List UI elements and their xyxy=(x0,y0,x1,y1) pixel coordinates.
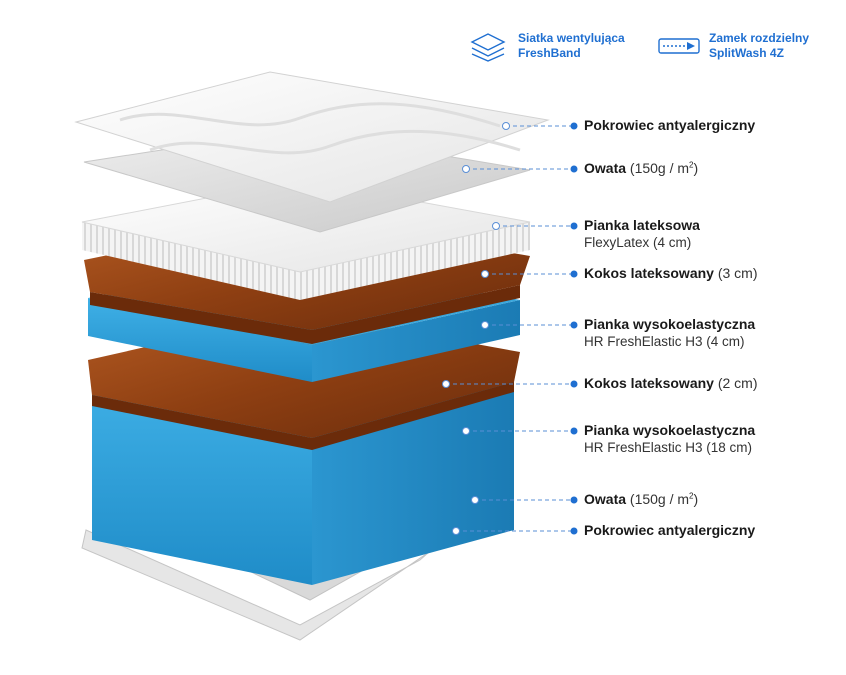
layer-title: Pokrowiec antyalergiczny xyxy=(584,117,756,133)
layer-detail-end: ) xyxy=(693,491,699,507)
bullet-dot xyxy=(570,270,578,278)
layer-title: Kokos lateksowany xyxy=(584,375,714,391)
layer-detail: (150g / m xyxy=(626,160,690,176)
feature-ventilation-line1: Siatka wentylująca xyxy=(518,31,625,45)
feature-ventilation-mesh: Siatka wentylująca FreshBand xyxy=(466,30,625,62)
layer-detail-superscript: 2 xyxy=(689,491,694,501)
bullet-dot xyxy=(570,380,578,388)
layer-label: Pokrowiec antyalergiczny xyxy=(584,522,755,539)
layer-label: Kokos lateksowany (3 cm) xyxy=(584,265,758,282)
feature-ventilation-line2: FreshBand xyxy=(518,46,581,60)
layer-detail: (150g / m xyxy=(626,491,690,507)
layer-label: Owata (150g / m2) xyxy=(584,491,698,508)
bullet-dot xyxy=(570,122,578,130)
leader-anchor-dot xyxy=(462,427,470,435)
layer-label: Pianka wysokoelastyczna HR FreshElastic H… xyxy=(584,316,755,350)
layer-label: Pianka wysokoelastyczna HR FreshElastic H… xyxy=(584,422,755,456)
layer-title: Kokos lateksowany xyxy=(584,265,714,281)
feature-zipper: Zamek rozdzielny SplitWash 4Z xyxy=(657,30,809,62)
bullet-dot xyxy=(570,222,578,230)
layer-detail-superscript: 2 xyxy=(689,160,694,170)
layer-subtitle: HR FreshElastic H3 (18 cm) xyxy=(584,440,753,455)
layer-subtitle: HR FreshElastic H3 (4 cm) xyxy=(584,334,745,349)
layer-title: Owata xyxy=(584,160,627,176)
layer-title: Pokrowiec antyalergiczny xyxy=(584,522,756,538)
zipper-icon xyxy=(658,38,700,54)
bullet-dot xyxy=(570,165,578,173)
feature-zipper-line2: SplitWash 4Z xyxy=(709,46,784,60)
feature-zipper-line1: Zamek rozdzielny xyxy=(709,31,810,45)
bullet-dot xyxy=(570,427,578,435)
layer-detail: (2 cm) xyxy=(713,375,758,391)
layer-label: Owata (150g / m2) xyxy=(584,160,698,177)
bullet-dot xyxy=(570,496,578,504)
layer-label: Pokrowiec antyalergiczny xyxy=(584,117,755,134)
leader-anchor-dot xyxy=(471,496,479,504)
bullet-dot xyxy=(570,527,578,535)
leader-anchor-dot xyxy=(462,165,470,173)
leader-anchor-dot xyxy=(502,122,510,130)
layer-title: Pianka wysokoelastyczna xyxy=(584,422,756,438)
leader-anchor-dot xyxy=(452,527,460,535)
layer-top-cover xyxy=(74,71,550,203)
layer-detail-end: ) xyxy=(693,160,699,176)
bullet-dot xyxy=(570,321,578,329)
leader-anchor-dot xyxy=(442,380,450,388)
layer-subtitle: FlexyLatex (4 cm) xyxy=(584,235,692,250)
layer-title: Owata xyxy=(584,491,627,507)
leader-lines xyxy=(442,122,578,535)
leader-anchor-dot xyxy=(492,222,500,230)
layer-title: Pianka wysokoelastyczna xyxy=(584,316,756,332)
layer-detail: (3 cm) xyxy=(713,265,758,281)
leader-anchor-dot xyxy=(481,270,489,278)
leader-anchor-dot xyxy=(481,321,489,329)
layer-title: Pianka lateksowa xyxy=(584,217,700,233)
ventilation-mesh-icon xyxy=(470,33,506,62)
layer-label: Kokos lateksowany (2 cm) xyxy=(584,375,758,392)
